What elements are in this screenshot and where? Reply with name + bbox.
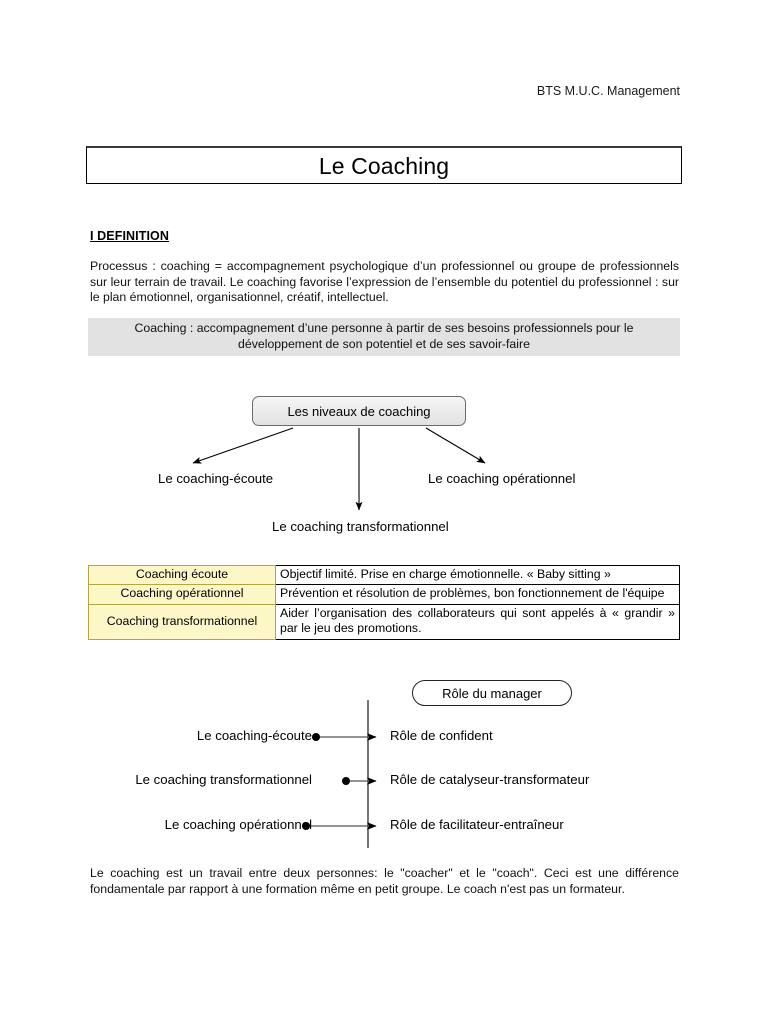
diagram-label-coaching-operationnel: Le coaching opérationnel <box>428 471 576 486</box>
running-head: BTS M.U.C. Management <box>536 84 680 98</box>
diagram-label-coaching-transformationnel: Le coaching transformationnel <box>272 519 449 534</box>
page-title: Le Coaching <box>318 152 450 179</box>
diagram-target-role-catalyseur: Rôle de catalyseur-transformateur <box>390 772 590 787</box>
table-row: Coaching écoute Objectif limité. Prise e… <box>88 564 680 586</box>
diagram-node-root-label: Les niveaux de coaching <box>287 403 431 419</box>
table-cell-level: Coaching écoute <box>88 564 276 586</box>
diagram-node-root: Les niveaux de coaching <box>252 396 466 426</box>
arrow-to-coaching-operationnel <box>425 427 486 464</box>
document-title-box: Le Coaching <box>86 146 682 184</box>
bullet-dot <box>342 777 350 785</box>
diagram-roles-connectors <box>302 700 377 848</box>
table-cell-description: Objectif limité. Prise en charge émotion… <box>275 564 680 586</box>
diagram-manager-roles: Rôle du manager Le coaching-écoute Rôle … <box>130 672 640 850</box>
table-cell-level: Coaching opérationnel <box>88 584 276 605</box>
diagram-target-role-facilitateur: Rôle de facilitateur-entraîneur <box>390 817 564 832</box>
diagram-levels-connectors <box>192 427 486 511</box>
diagram-source-coaching-ecoute: Le coaching-écoute <box>196 728 312 743</box>
definition-callout: Coaching : accompagnement d’une personne… <box>88 318 680 357</box>
section-heading-definition: I DEFINITION <box>90 229 169 243</box>
levels-table: Coaching écoute Objectif limité. Prise e… <box>88 564 680 640</box>
diagram-label-coaching-ecoute: Le coaching-écoute <box>158 471 274 486</box>
bullet-dot <box>302 822 310 830</box>
closing-paragraph: Le coaching est un travail entre deux pe… <box>90 866 679 896</box>
diagram-node-manager-role-label: Rôle du manager <box>442 685 542 701</box>
diagram-target-role-confident: Rôle de confident <box>390 728 493 743</box>
diagram-source-coaching-transformationnel: Le coaching transformationnel <box>135 772 312 787</box>
table-cell-description: Aider l’organisation des collaborateurs … <box>275 603 680 640</box>
diagram-source-coaching-operationnel: Le coaching opérationnel <box>164 817 312 832</box>
table-row: Coaching transformationnel Aider l’organ… <box>88 603 680 640</box>
bullet-dot <box>312 733 320 741</box>
table-cell-description: Prévention et résolution de problèmes, b… <box>275 584 680 605</box>
definition-paragraph: Processus : coaching = accompagnement ps… <box>90 259 679 305</box>
arrow-to-coaching-ecoute <box>192 427 294 464</box>
diagram-levels-of-coaching: Les niveaux de coaching Le coaching-écou… <box>130 383 640 551</box>
table-row: Coaching opérationnel Prévention et réso… <box>88 584 680 605</box>
table-cell-level: Coaching transformationnel <box>88 603 276 640</box>
diagram-node-manager-role: Rôle du manager <box>412 680 572 706</box>
